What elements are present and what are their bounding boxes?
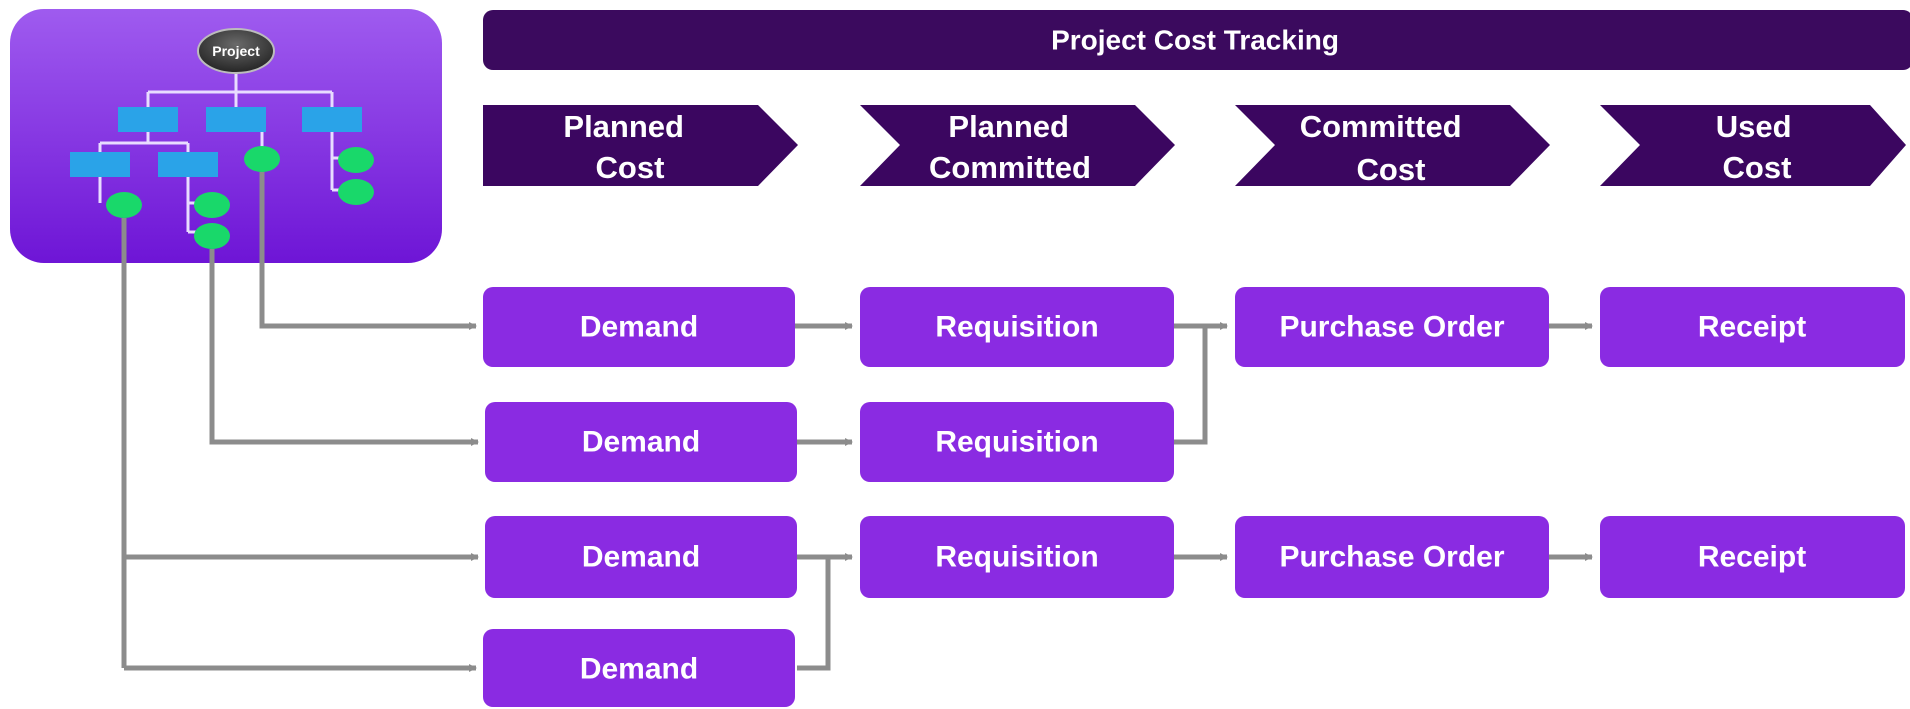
stage-chevron-shape	[1600, 105, 1906, 186]
tree-node-icon	[206, 107, 266, 132]
tree-leaf-icon	[106, 192, 142, 218]
receipt-label: Receipt	[1698, 311, 1806, 344]
demand-box-shape	[483, 287, 795, 367]
connector-arrow	[259, 172, 477, 330]
stage-chevron-shape	[1235, 105, 1550, 186]
stage-committed-cost: Committed Cost	[1235, 105, 1550, 187]
stage-label-line: Committed	[1300, 109, 1462, 144]
demand-box: Demand	[483, 629, 795, 707]
demand-label: Demand	[582, 541, 700, 574]
project-label: Project	[212, 43, 260, 59]
requisition-box: Requisition	[860, 402, 1174, 482]
flow-row-4: Demand	[483, 629, 795, 707]
stage-planned-cost: Planned Cost	[483, 105, 798, 186]
purchase-order-box-shape	[1235, 287, 1549, 367]
receipt-box-shape	[1600, 516, 1905, 598]
receipt-box-shape	[1600, 287, 1905, 367]
demand-box: Demand	[485, 516, 797, 598]
flow-row-1: Demand Requisition Purchase Order Receip…	[483, 287, 1905, 367]
stage-label: Planned Committed	[929, 109, 1091, 185]
project-node-shape	[197, 28, 275, 74]
demand-label: Demand	[580, 653, 698, 686]
stage-chevrons: Planned Cost Planned Committed Committed…	[483, 105, 1906, 187]
title-bar-background	[483, 10, 1910, 70]
demand-label: Demand	[582, 426, 700, 459]
requisition-box-shape	[860, 516, 1174, 598]
tree-node-icon	[158, 152, 218, 177]
demand-label: Demand	[580, 311, 698, 344]
purchase-order-box-shape	[1235, 516, 1549, 598]
stage-label-line: Cost	[1723, 150, 1792, 185]
requisition-label: Requisition	[935, 426, 1098, 459]
purchase-order-label: Purchase Order	[1279, 541, 1504, 574]
connector-line	[1174, 326, 1208, 445]
flow-row-3: Demand Requisition Purchase Order Receip…	[485, 516, 1905, 598]
tree-node-icon	[118, 107, 178, 132]
project-hierarchy-panel: Project	[10, 9, 442, 263]
requisition-box: Requisition	[860, 516, 1174, 598]
stage-label-line: Committed	[929, 150, 1091, 185]
stage-label-line: Used	[1716, 109, 1792, 144]
demand-box: Demand	[483, 287, 795, 367]
receipt-box: Receipt	[1600, 516, 1905, 598]
tree-leaf-icon	[338, 147, 374, 173]
stage-label: Used Cost	[1716, 109, 1800, 185]
purchase-order-label: Purchase Order	[1279, 311, 1504, 344]
demand-box-shape	[483, 629, 795, 707]
diagram-title: Project Cost Tracking	[1051, 25, 1339, 56]
connector-line	[797, 557, 831, 671]
stage-used-cost: Used Cost	[1600, 105, 1906, 186]
tree-node-icon	[302, 107, 362, 132]
receipt-box: Receipt	[1600, 287, 1905, 367]
stage-label: Committed Cost	[1300, 109, 1471, 187]
stage-label-line: Planned	[563, 109, 684, 144]
connector-arrow	[209, 249, 479, 446]
stage-chevron-shape	[860, 105, 1175, 186]
demand-box-shape	[485, 402, 797, 482]
requisition-label: Requisition	[935, 541, 1098, 574]
title-bar: Project Cost Tracking	[483, 10, 1910, 70]
stage-chevron-shape	[483, 105, 798, 186]
flow-row-2: Demand Requisition	[485, 402, 1174, 482]
tree-leaf-icon	[338, 179, 374, 205]
requisition-box: Requisition	[860, 287, 1174, 367]
requisition-label: Requisition	[935, 311, 1098, 344]
stage-planned-committed: Planned Committed	[860, 105, 1175, 186]
requisition-box-shape	[860, 287, 1174, 367]
stage-label-line: Cost	[1357, 152, 1426, 187]
stage-label-line: Planned	[948, 109, 1069, 144]
purchase-order-box: Purchase Order	[1235, 516, 1549, 598]
stage-label: Planned Cost	[563, 109, 692, 185]
tree-leaf-icon	[244, 146, 280, 172]
project-node: Project	[197, 28, 275, 74]
requisition-box-shape	[860, 402, 1174, 482]
purchase-order-box: Purchase Order	[1235, 287, 1549, 367]
connectors	[121, 172, 1593, 672]
tree-leaf-icon	[194, 192, 230, 218]
tree-leaf-icon	[194, 223, 230, 249]
receipt-label: Receipt	[1698, 541, 1806, 574]
tree-node-icon	[70, 152, 130, 177]
demand-box-shape	[485, 516, 797, 598]
stage-label-line: Cost	[596, 150, 665, 185]
demand-box: Demand	[485, 402, 797, 482]
